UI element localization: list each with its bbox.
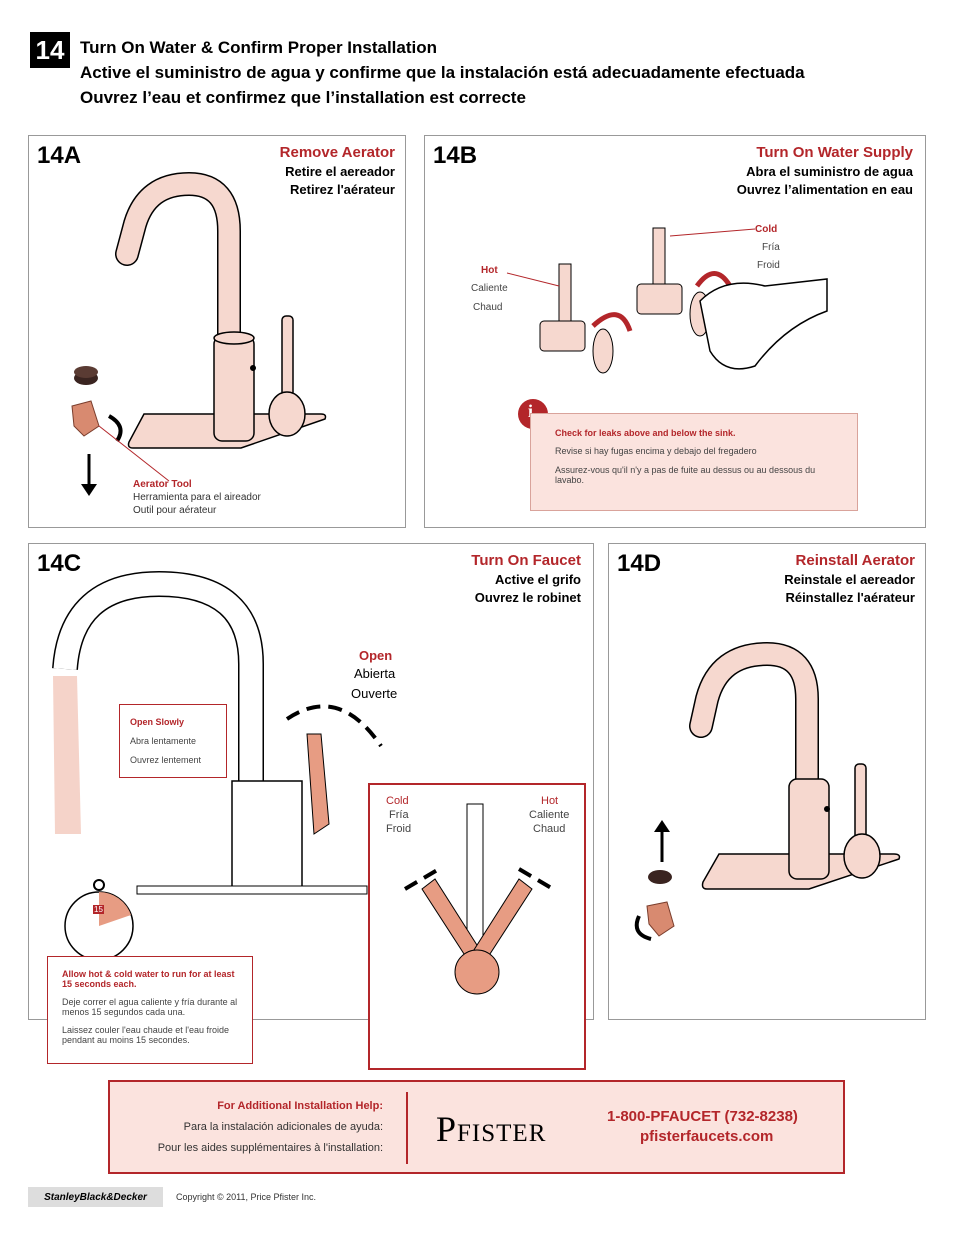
run-en: Allow hot & cold water to run for at lea… (62, 969, 235, 989)
help-website[interactable]: pfisterfaucets.com (640, 1128, 774, 1145)
panel-header: Turn On Faucet Active el grifo Ouvrez le… (471, 552, 581, 605)
cold-label-en: Cold (386, 795, 409, 807)
header-es: Reinstale el aereador (784, 572, 915, 587)
faucet-illustration (71, 171, 327, 496)
panel-header: Reinstall Aerator Reinstale el aereador … (784, 552, 915, 605)
leak-check-note: Check for leaks above and below the sink… (530, 413, 858, 511)
panel-label: 14C (37, 550, 82, 577)
hot-label-fr: Chaud (473, 302, 503, 313)
note-fr: Assurez-vous qu'il n'y a pas de fuite au… (555, 465, 816, 485)
note-es: Revise si hay fugas encima y debajo del … (555, 446, 757, 456)
hot-label-en: Hot (481, 265, 498, 276)
info-icon: i (528, 401, 534, 421)
panel-label: 14A (37, 142, 82, 169)
header-fr: Réinstallez l'aérateur (785, 590, 915, 605)
help-phone[interactable]: 1-800-PFAUCET (732-8238) (607, 1108, 798, 1125)
step-title-fr: Ouvrez l’eau et confirmez que l’installa… (80, 88, 526, 107)
step-title-es: Active el suministro de agua y confirme … (80, 63, 805, 82)
aerator-tool-label-fr: Outil pour aérateur (133, 505, 217, 516)
note-en: Check for leaks above and below the sink… (555, 428, 736, 438)
faucet-open-illustration (52, 570, 586, 1070)
aerator-tool-label-en: Aerator Tool (133, 479, 192, 490)
header-en: Remove Aerator (279, 144, 395, 161)
run-water-note: Allow hot & cold water to run for at lea… (47, 956, 253, 1064)
divider (406, 1092, 408, 1164)
cold-label-es: Fría (389, 809, 409, 821)
header-fr: Retirez l'aérateur (290, 182, 395, 197)
header-en: Turn On Water Supply (756, 144, 913, 161)
hot-label-en: Hot (541, 795, 559, 807)
timer-value: 15 (93, 905, 104, 914)
panel-header: Turn On Water Supply Abra el suministro … (737, 144, 913, 197)
panel-label: 14D (617, 550, 662, 577)
panel-label: 14B (433, 142, 478, 169)
hot-label-es: Caliente (471, 283, 508, 294)
copyright: Copyright © 2011, Price Pfister Inc. (176, 1192, 317, 1202)
help-en: For Additional Installation Help: (217, 1100, 383, 1112)
header-es: Retire el aereador (285, 164, 395, 179)
step-number: 14 (30, 32, 70, 68)
open-label-fr: Ouverte (351, 686, 398, 701)
slow-fr: Ouvrez lentement (130, 755, 202, 765)
slow-es: Abra lentamente (130, 736, 197, 746)
cold-label-fr: Froid (757, 260, 780, 271)
cold-label-fr: Froid (386, 823, 412, 835)
open-label-es: Abierta (354, 666, 396, 681)
hot-label-es: Caliente (529, 809, 570, 821)
header-fr: Ouvrez l’alimentation en eau (736, 182, 913, 197)
panel-14b: 14B Turn On Water Supply Abra el suminis… (424, 135, 926, 528)
header-en: Turn On Faucet (471, 552, 581, 569)
header-es: Abra el suministro de agua (746, 164, 913, 179)
stanley-logo: StanleyBlack&Decker (28, 1187, 163, 1207)
faucet-reinstall-illustration (634, 641, 901, 941)
aerator-tool-label-es: Herramienta para el aireador (133, 492, 261, 503)
pfister-logo: Pfister (436, 1109, 547, 1149)
cold-label-es: Fría (762, 242, 780, 253)
panel-14d: 14D Reinstall Aerator Reinstale el aerea… (608, 543, 926, 1020)
panel-header: Remove Aerator Retire el aereador Retire… (280, 144, 395, 197)
header-en: Reinstall Aerator (795, 552, 915, 569)
cold-label-en: Cold (755, 224, 778, 235)
header-es: Active el grifo (495, 572, 581, 587)
panel-14a: 14A Remove Aerator Retire el aereador Re… (28, 135, 406, 528)
step-title-en: Turn On Water & Confirm Proper Installat… (80, 38, 438, 57)
help-banner: For Additional Installation Help: Para l… (108, 1080, 845, 1174)
hot-label-fr: Chaud (533, 823, 566, 835)
open-slowly-note: Open Slowly Abra lentamente Ouvrez lente… (119, 704, 227, 778)
run-es: Deje correr el agua caliente y fría dura… (62, 997, 238, 1017)
supply-valves-illustration (506, 227, 828, 429)
help-fr: Pour les aides supplémentaires à l'insta… (157, 1142, 383, 1154)
help-es: Para la instalación adicionales de ayuda… (183, 1121, 383, 1133)
panel-14c: 14C Turn On Faucet Active el grifo Ouvre… (28, 543, 594, 1070)
help-text: For Additional Installation Help: Para l… (158, 1100, 383, 1154)
run-fr: Laissez couler l'eau chaude et l'eau fro… (62, 1025, 230, 1045)
header-fr: Ouvrez le robinet (474, 590, 581, 605)
slow-en: Open Slowly (130, 717, 185, 727)
open-label-en: Open (359, 648, 393, 663)
